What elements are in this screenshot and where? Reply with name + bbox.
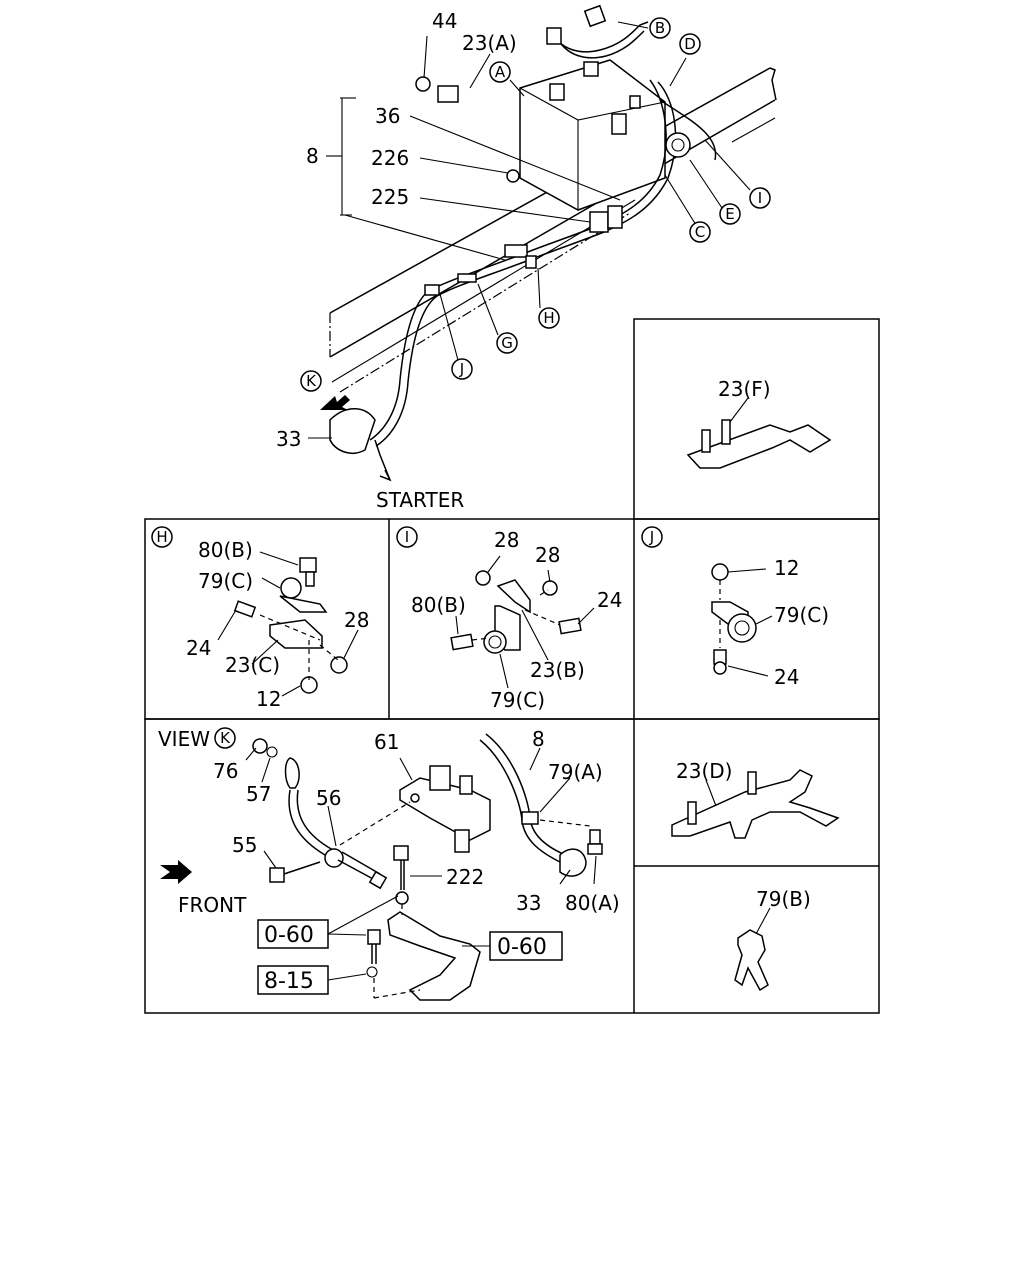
- label-k-61: 61: [374, 730, 399, 754]
- leader-lines-main: [308, 21, 751, 439]
- label-k-33: 33: [516, 891, 541, 915]
- cable-clamps: [415, 76, 623, 296]
- label-front: FRONT: [178, 893, 247, 917]
- panel-i-callout: I: [405, 528, 409, 546]
- label-k-55: 55: [232, 833, 257, 857]
- front-arrow-icon: [160, 860, 192, 884]
- label-i-23b: 23(B): [530, 658, 585, 682]
- label-8: 8: [306, 144, 319, 168]
- nut-44: [415, 76, 431, 92]
- label-36: 36: [375, 104, 400, 128]
- label-23d: 23(D): [676, 759, 732, 783]
- label-h-79c: 79(C): [198, 569, 253, 593]
- panel-b: 79(B): [734, 887, 811, 992]
- terminal-boot-33: [329, 408, 392, 482]
- callout-k: K: [306, 372, 317, 390]
- label-i-24: 24: [597, 588, 622, 612]
- label-i-28a: 28: [494, 528, 519, 552]
- callout-b: B: [655, 19, 665, 37]
- callout-h: H: [543, 309, 554, 327]
- callout-c: C: [695, 223, 705, 241]
- label-33: 33: [276, 427, 301, 451]
- label-k-57: 57: [246, 782, 271, 806]
- panel-k: VIEW K 76 57 56 55 61: [158, 727, 620, 1001]
- main-cable: [369, 4, 717, 447]
- main-labels: 44 23(A) 36 8 226 225 33 STARTER: [276, 9, 517, 512]
- callout-i: I: [758, 189, 762, 207]
- panel-k-callout: K: [220, 729, 231, 747]
- label-23f: 23(F): [718, 377, 771, 401]
- label-226: 226: [371, 146, 409, 170]
- panel-j-callout: J: [649, 528, 654, 546]
- ref-box-0-60-left: 0-60: [264, 923, 314, 948]
- label-44: 44: [432, 9, 457, 33]
- callouts-main: A B D C E I H G J K: [300, 17, 771, 392]
- label-k-222: 222: [446, 865, 484, 889]
- callout-j: J: [459, 360, 464, 378]
- label-h-23c: 23(C): [225, 653, 280, 677]
- panel-d: 23(D): [671, 759, 840, 839]
- panel-i: I 28 28 80(B) 24 23(B) 79(C): [396, 526, 622, 712]
- label-j-79c: 79(C): [774, 603, 829, 627]
- label-h-12: 12: [256, 687, 281, 711]
- label-h-80b: 80(B): [198, 538, 253, 562]
- panel-h: H 80(B) 79(C) 24 23(C) 28 12: [151, 526, 369, 711]
- front-arrow-k: [320, 395, 350, 410]
- callout-d: D: [684, 35, 696, 53]
- label-k-80a: 80(A): [565, 891, 620, 915]
- label-k-76: 76: [213, 759, 238, 783]
- label-i-28b: 28: [535, 543, 560, 567]
- ref-box-0-60-right: 0-60: [497, 935, 547, 960]
- panel-h-callout: H: [156, 528, 167, 546]
- label-225: 225: [371, 185, 409, 209]
- label-79b: 79(B): [756, 887, 811, 911]
- label-starter: STARTER: [376, 488, 464, 512]
- label-j-12: 12: [774, 556, 799, 580]
- callout-e: E: [725, 205, 734, 223]
- nut-226: [506, 169, 520, 183]
- label-k-8: 8: [532, 727, 545, 751]
- ref-box-8-15: 8-15: [264, 969, 314, 994]
- panel-f: 23(F): [686, 377, 832, 469]
- label-23a: 23(A): [462, 31, 517, 55]
- label-h-24: 24: [186, 636, 211, 660]
- label-k-56: 56: [316, 786, 341, 810]
- label-view: VIEW: [158, 727, 210, 751]
- callout-g: G: [501, 334, 513, 352]
- panel-j: J 12 79(C) 24: [641, 526, 829, 689]
- label-h-28: 28: [344, 608, 369, 632]
- battery: [519, 59, 666, 211]
- label-j-24: 24: [774, 665, 799, 689]
- label-i-79c: 79(C): [490, 688, 545, 712]
- label-k-79a: 79(A): [548, 760, 603, 784]
- callout-a: A: [495, 63, 506, 81]
- panel-frames: [144, 318, 880, 1014]
- label-i-80b: 80(B): [411, 593, 466, 617]
